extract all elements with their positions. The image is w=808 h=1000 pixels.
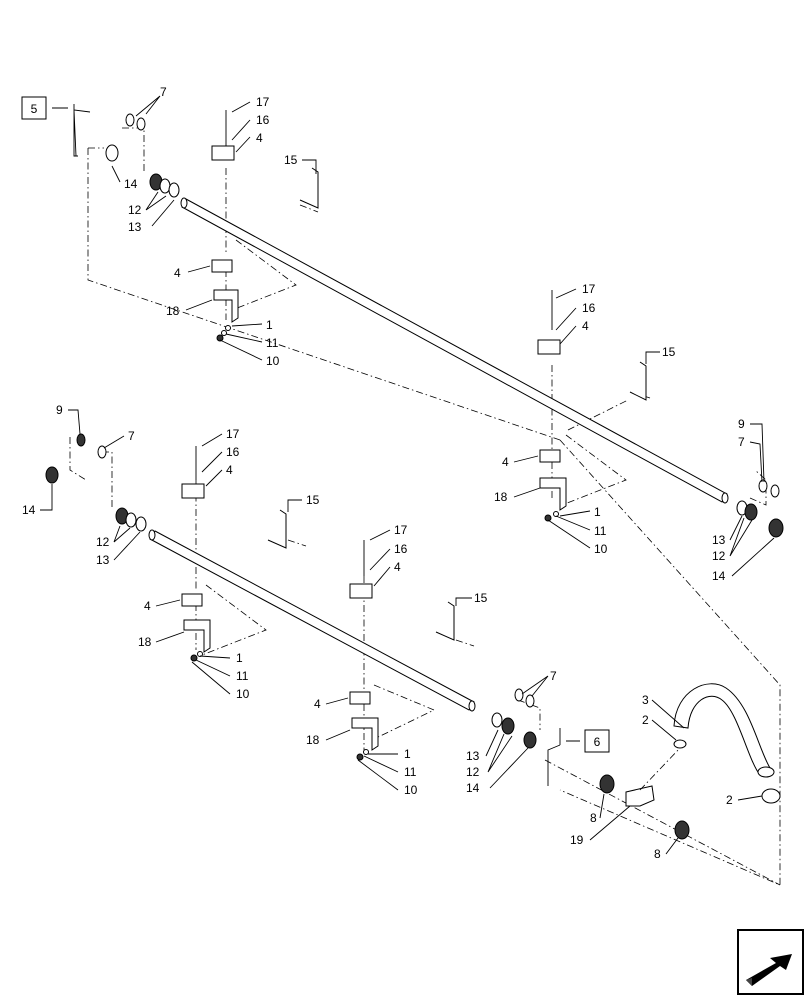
- label-upper-13b: 13: [712, 533, 726, 547]
- label-upper-7: 7: [160, 85, 167, 99]
- label-upper-4c: 4: [582, 319, 589, 333]
- label-fitting-8a: 8: [590, 811, 597, 825]
- upper-tube: [180, 197, 729, 504]
- label-lower-17b: 17: [394, 523, 408, 537]
- label-upper-9: 9: [738, 417, 745, 431]
- label-lower-11b: 11: [404, 765, 417, 779]
- label-lower-1b: 1: [404, 747, 411, 761]
- label-upper-17: 17: [256, 95, 270, 109]
- label-hose-2b: 2: [726, 793, 733, 807]
- part-labels: 7 14 12 13 17 16 4 15 4 18 1 11 10 17 16…: [22, 85, 745, 861]
- lower-right-bracket: [349, 540, 455, 761]
- callout-box-6-label: 6: [594, 735, 601, 749]
- upper-left-bracket: [211, 110, 319, 342]
- label-lower-4c: 4: [394, 560, 401, 574]
- label-upper-10a: 10: [266, 354, 280, 368]
- label-lower-1a: 1: [236, 651, 243, 665]
- label-upper-14b: 14: [712, 569, 726, 583]
- label-upper-12: 12: [128, 203, 142, 217]
- label-lower-4a: 4: [226, 463, 233, 477]
- label-upper-4a: 4: [256, 131, 263, 145]
- label-upper-11a: 11: [266, 336, 279, 350]
- label-upper-15b: 15: [662, 345, 676, 359]
- label-upper-12b: 12: [712, 549, 726, 563]
- label-lower-13b: 13: [466, 749, 480, 763]
- label-lower-16: 16: [226, 445, 240, 459]
- next-page-arrow-icon[interactable]: [737, 929, 804, 995]
- label-lower-7a: 7: [128, 429, 135, 443]
- label-lower-16b: 16: [394, 542, 408, 556]
- label-fitting-8b: 8: [654, 847, 661, 861]
- label-lower-10a: 10: [236, 687, 250, 701]
- label-lower-9: 9: [56, 403, 63, 417]
- label-lower-15b: 15: [474, 591, 488, 605]
- label-upper-1b: 1: [594, 505, 601, 519]
- label-lower-11a: 11: [236, 669, 249, 683]
- label-lower-14b: 14: [466, 781, 480, 795]
- label-lower-18a: 18: [138, 635, 152, 649]
- label-upper-18b: 18: [494, 490, 508, 504]
- label-upper-15a: 15: [284, 153, 298, 167]
- label-lower-7b: 7: [550, 669, 557, 683]
- label-lower-14: 14: [22, 503, 36, 517]
- label-upper-18a: 18: [166, 304, 180, 318]
- callout-box-5: 5: [21, 96, 91, 157]
- label-upper-11b: 11: [594, 524, 607, 538]
- hose-assembly: [599, 683, 781, 840]
- callout-box-5-label: 5: [31, 102, 38, 116]
- upper-right-bracket: [537, 290, 647, 522]
- label-lower-12b: 12: [466, 765, 480, 779]
- label-hose-2a: 2: [642, 713, 649, 727]
- callout-box-6: 6: [547, 728, 610, 786]
- label-lower-18b: 18: [306, 733, 320, 747]
- label-lower-12: 12: [96, 535, 110, 549]
- lower-left-bracket: [181, 446, 287, 662]
- label-lower-4b: 4: [144, 599, 151, 613]
- upper-construction-lines: [87, 127, 781, 886]
- label-upper-13: 13: [128, 220, 142, 234]
- upper-left-clips: [105, 113, 180, 198]
- label-upper-16b: 16: [582, 301, 596, 315]
- label-upper-16: 16: [256, 113, 270, 127]
- label-upper-4b: 4: [174, 266, 181, 280]
- label-lower-10b: 10: [404, 783, 418, 797]
- label-hose-3: 3: [642, 693, 649, 707]
- lower-right-clips: [491, 688, 537, 749]
- label-upper-10b: 10: [594, 542, 608, 556]
- label-lower-4d: 4: [314, 697, 321, 711]
- label-upper-4d: 4: [502, 455, 509, 469]
- label-lower-13: 13: [96, 553, 110, 567]
- leader-lines: [40, 95, 775, 855]
- label-upper-17b: 17: [582, 282, 596, 296]
- label-upper-14: 14: [124, 177, 138, 191]
- label-lower-17: 17: [226, 427, 240, 441]
- lower-tube: [148, 529, 476, 712]
- label-upper-1a: 1: [266, 318, 273, 332]
- label-lower-15a: 15: [306, 493, 320, 507]
- lower-left-clips: [45, 433, 147, 532]
- label-upper-7b: 7: [738, 435, 745, 449]
- upper-right-clips: [736, 479, 784, 538]
- label-fitting-19: 19: [570, 833, 584, 847]
- lower-construction-lines: [69, 437, 781, 886]
